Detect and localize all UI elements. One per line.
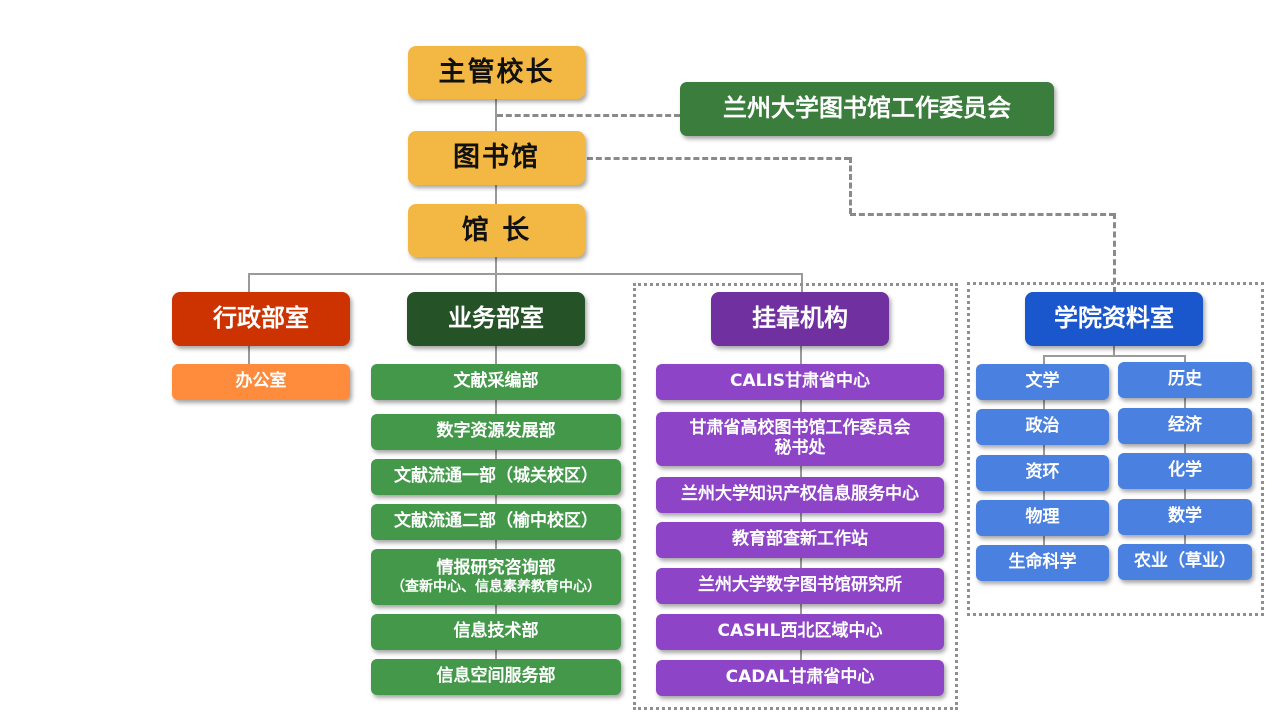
- affiliated-item-gansu-committee[interactable]: 甘肃省高校图书馆工作委员会 秘书处: [656, 412, 944, 466]
- business-item-circulation-1[interactable]: 文献流通一部（城关校区）: [371, 459, 621, 495]
- affiliated-dept-header[interactable]: 挂靠机构: [711, 292, 889, 346]
- research-consulting-title: 情报研究咨询部: [436, 558, 556, 579]
- business-dept-header[interactable]: 业务部室: [407, 292, 585, 346]
- gansu-committee-subtitle: 秘书处: [774, 438, 826, 458]
- business-item-it[interactable]: 信息技术部: [371, 614, 621, 650]
- college-item-physics[interactable]: 物理: [976, 500, 1109, 536]
- business-item-acquisition[interactable]: 文献采编部: [371, 364, 621, 400]
- gansu-committee-title: 甘肃省高校图书馆工作委员会: [689, 418, 911, 439]
- college-item-agriculture[interactable]: 农业（草业）: [1118, 544, 1252, 580]
- library-node[interactable]: 图书馆: [408, 131, 585, 185]
- college-item-literature[interactable]: 文学: [976, 364, 1109, 400]
- business-item-research-consulting[interactable]: 情报研究咨询部 （查新中心、信息素养教育中心）: [371, 549, 621, 605]
- affiliated-item-ip-center[interactable]: 兰州大学知识产权信息服务中心: [656, 477, 944, 513]
- affiliated-item-novelty-station[interactable]: 教育部查新工作站: [656, 522, 944, 558]
- connector-admin-children: [248, 344, 250, 366]
- college-item-mathematics[interactable]: 数学: [1118, 499, 1252, 535]
- dashed-library-down: [849, 157, 852, 214]
- college-item-economics[interactable]: 经济: [1118, 408, 1252, 444]
- connector-college-stem: [1113, 344, 1115, 356]
- affiliated-item-digital-lib-institute[interactable]: 兰州大学数字图书馆研究所: [656, 568, 944, 604]
- research-consulting-subtitle: （查新中心、信息素养教育中心）: [391, 578, 601, 595]
- college-item-history[interactable]: 历史: [1118, 362, 1252, 398]
- connector-top-vertical: [495, 98, 497, 274]
- dashed-college-down: [1113, 213, 1116, 293]
- business-item-info-space[interactable]: 信息空间服务部: [371, 659, 621, 695]
- dashed-library-link: [587, 157, 850, 160]
- college-item-resources-env[interactable]: 资环: [976, 455, 1109, 491]
- connector-affiliated-children: [800, 344, 802, 684]
- director-node[interactable]: 馆 长: [408, 204, 585, 257]
- principal-node[interactable]: 主管校长: [408, 46, 585, 99]
- affiliated-item-cadal[interactable]: CADAL甘肃省中心: [656, 660, 944, 696]
- business-item-digital-resources[interactable]: 数字资源发展部: [371, 414, 621, 450]
- affiliated-group-frame: [633, 283, 958, 710]
- college-group-frame: [967, 282, 1264, 616]
- connector-business-drop: [495, 273, 497, 295]
- college-item-chemistry[interactable]: 化学: [1118, 453, 1252, 489]
- dashed-library-right: [850, 213, 1115, 216]
- affiliated-item-calis[interactable]: CALIS甘肃省中心: [656, 364, 944, 400]
- connector-horizontal-branch: [248, 273, 803, 275]
- college-item-life-science[interactable]: 生命科学: [976, 545, 1109, 581]
- admin-dept-header[interactable]: 行政部室: [172, 292, 350, 346]
- admin-office-node[interactable]: 办公室: [172, 364, 350, 400]
- connector-college-horizontal: [1043, 355, 1185, 357]
- dashed-committee-link: [497, 114, 680, 117]
- affiliated-item-cashl[interactable]: CASHL西北区域中心: [656, 614, 944, 650]
- connector-admin-drop: [248, 273, 250, 295]
- college-item-politics[interactable]: 政治: [976, 409, 1109, 445]
- committee-node[interactable]: 兰州大学图书馆工作委员会: [680, 82, 1054, 136]
- business-item-circulation-2[interactable]: 文献流通二部（榆中校区）: [371, 504, 621, 540]
- college-dept-header[interactable]: 学院资料室: [1025, 292, 1203, 346]
